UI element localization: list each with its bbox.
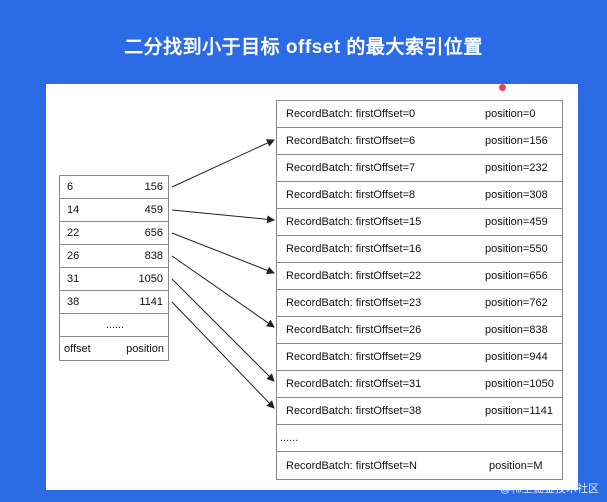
record-row: RecordBatch: firstOffset=8 position=308 xyxy=(277,182,562,209)
record-label: RecordBatch: firstOffset=26 xyxy=(286,324,422,336)
record-position: position=1050 xyxy=(485,378,554,390)
record-row: RecordBatch: firstOffset=6 position=156 xyxy=(277,128,562,155)
record-row: RecordBatch: firstOffset=23 position=762 xyxy=(277,290,562,317)
slide-title: 二分找到小于目标 offset 的最大索引位置 xyxy=(124,37,483,58)
index-ellipsis-row: ...... xyxy=(60,314,168,337)
record-label: RecordBatch: firstOffset=23 xyxy=(286,297,422,309)
index-offset: 22 xyxy=(67,227,80,239)
index-offset: 14 xyxy=(67,204,80,216)
record-row-last: RecordBatch: firstOffset=N position=M xyxy=(277,452,562,479)
record-label: RecordBatch: firstOffset=7 xyxy=(286,162,416,174)
record-ellipsis-row: ...... xyxy=(277,425,562,452)
index-position: 838 xyxy=(144,250,163,262)
record-row: RecordBatch: firstOffset=0 position=0 xyxy=(277,101,562,128)
record-position: position=M xyxy=(489,459,543,472)
record-ellipsis: ...... xyxy=(280,432,299,444)
record-label: RecordBatch: firstOffset=31 xyxy=(286,378,422,390)
record-position: position=656 xyxy=(485,270,548,282)
record-label: RecordBatch: firstOffset=0 xyxy=(286,108,416,120)
index-row: 14 459 xyxy=(60,199,168,222)
index-position: 1050 xyxy=(138,273,163,285)
record-position: position=550 xyxy=(485,243,548,255)
index-offset: 6 xyxy=(67,181,74,193)
index-offset: 26 xyxy=(67,250,80,262)
record-position: position=156 xyxy=(485,135,548,147)
record-position: position=0 xyxy=(485,108,536,120)
record-position: position=944 xyxy=(485,351,548,363)
record-label: RecordBatch: firstOffset=8 xyxy=(286,189,416,201)
index-header-position: position xyxy=(126,342,164,355)
record-batch-table: RecordBatch: firstOffset=0 position=0 Rec… xyxy=(276,100,563,480)
record-label: RecordBatch: firstOffset=22 xyxy=(286,270,422,282)
index-offset: 31 xyxy=(67,273,80,285)
index-position: 656 xyxy=(144,227,163,239)
record-label: RecordBatch: firstOffset=29 xyxy=(286,351,422,363)
index-row: 31 1050 xyxy=(60,268,168,291)
index-ellipsis: ...... xyxy=(105,319,125,331)
record-row: RecordBatch: firstOffset=38 position=1141 xyxy=(277,398,562,425)
record-label: RecordBatch: firstOffset=6 xyxy=(286,135,416,147)
record-row: RecordBatch: firstOffset=29 position=944 xyxy=(277,344,562,371)
record-position: position=1141 xyxy=(485,405,553,417)
record-position: position=308 xyxy=(485,189,548,201)
index-header-row: offset position xyxy=(60,337,168,360)
index-position: 1141 xyxy=(139,296,163,308)
index-header-offset: offset xyxy=(64,342,91,355)
record-label: RecordBatch: firstOffset=38 xyxy=(286,405,422,417)
record-row: RecordBatch: firstOffset=31 position=1050 xyxy=(277,371,562,398)
record-label: RecordBatch: firstOffset=15 xyxy=(286,216,422,228)
record-row: RecordBatch: firstOffset=22 position=656 xyxy=(277,263,562,290)
record-row: RecordBatch: firstOffset=26 position=838 xyxy=(277,317,562,344)
watermark: @稀土掘金技术社区 xyxy=(499,483,599,495)
index-row: 22 656 xyxy=(60,222,168,245)
record-label: RecordBatch: firstOffset=16 xyxy=(286,243,422,255)
record-position: position=232 xyxy=(485,162,548,174)
index-position: 459 xyxy=(144,204,163,216)
index-offset: 38 xyxy=(67,296,80,308)
offset-index-table: 6 156 14 459 22 656 26 838 31 1050 38 11… xyxy=(59,175,169,361)
index-position: 156 xyxy=(144,181,163,193)
record-position: position=838 xyxy=(485,324,548,336)
index-row: 26 838 xyxy=(60,245,168,268)
record-row: RecordBatch: firstOffset=15 position=459 xyxy=(277,209,562,236)
record-row: RecordBatch: firstOffset=7 position=232 xyxy=(277,155,562,182)
pointer-dot xyxy=(499,84,506,91)
record-position: position=762 xyxy=(485,297,548,309)
record-position: position=459 xyxy=(485,216,548,228)
record-row: RecordBatch: firstOffset=16 position=550 xyxy=(277,236,562,263)
record-label: RecordBatch: firstOffset=N xyxy=(286,459,417,472)
index-row: 6 156 xyxy=(60,176,168,199)
index-row: 38 1141 xyxy=(60,291,168,314)
